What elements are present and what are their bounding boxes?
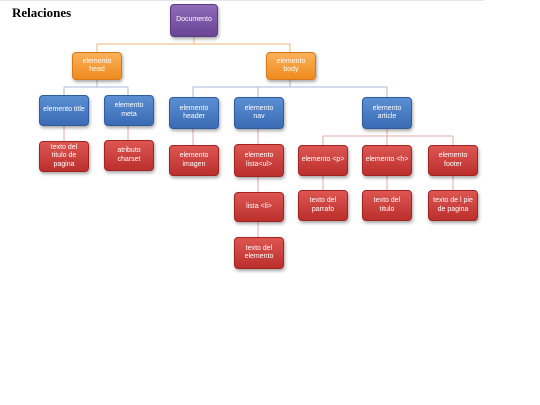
node-texto-titulo-pagina: texto del titulo de pagina bbox=[39, 141, 89, 172]
node-elemento-title: elemento title bbox=[39, 95, 89, 126]
node-texto-parrafo: texto del parrafo bbox=[298, 190, 348, 221]
node-elemento-head: elemento head bbox=[72, 52, 122, 80]
node-texto-pie-pagina: texto de l pie de pagina bbox=[428, 190, 478, 221]
node-elemento-nav: elemento nav bbox=[234, 97, 284, 129]
node-elemento-article: elemento article bbox=[362, 97, 412, 129]
node-elemento-p: elemento <p> bbox=[298, 145, 348, 176]
red-connectors bbox=[63, 126, 454, 237]
connector-article-children bbox=[322, 176, 454, 190]
node-texto-del-elemento: texto del elemento bbox=[234, 237, 284, 269]
blue-connectors bbox=[63, 80, 388, 97]
orange-connectors bbox=[96, 37, 291, 52]
top-rule bbox=[0, 0, 484, 1]
node-texto-titulo: texto del titulo bbox=[362, 190, 412, 221]
node-elemento-body: elemento body bbox=[266, 52, 316, 80]
node-lista-li: lista <li> bbox=[234, 192, 284, 222]
connector-body bbox=[192, 80, 388, 97]
connector-article bbox=[322, 129, 454, 145]
node-elemento-header: elemento header bbox=[169, 97, 219, 129]
connector-documento bbox=[96, 37, 291, 52]
node-atributo-charset: atributo charset bbox=[104, 140, 154, 171]
node-elemento-meta: elemento meta bbox=[104, 95, 154, 126]
node-elemento-h: elemento <h> bbox=[362, 145, 412, 176]
page-title: Relaciones bbox=[12, 5, 72, 20]
connector-head bbox=[63, 80, 129, 95]
node-documento: Documento bbox=[170, 4, 218, 37]
node-elemento-lista-ul: elemento lista<ul> bbox=[234, 144, 284, 177]
node-elemento-imagen: elemento imagen bbox=[169, 145, 219, 176]
node-elemento-footer: elemento footer bbox=[428, 145, 478, 176]
